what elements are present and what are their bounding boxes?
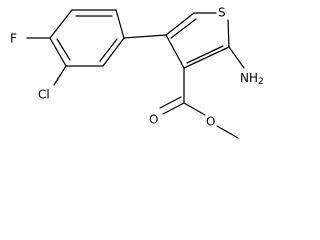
bond-c2-n [228,46,245,69]
bond-carbonyl-ester-o [183,102,206,116]
fluorochlorophenyl-ring [49,9,125,67]
bond-c3-c4 [165,34,185,69]
bond-c4-c5-double [170,18,197,39]
bond-aryl-thiophene [123,34,167,39]
bond-s-c2 [227,19,230,48]
amine-label: NH2 [240,71,264,87]
bond-c2-c3 [183,46,230,69]
bond-ring-lower-left [49,37,67,67]
ester-oxygen-label: O [206,115,215,129]
bond-c-cl [53,65,67,86]
bond-ring-upper-right [115,9,125,39]
bond-c4-c5 [165,12,195,36]
thiophene-ring [165,12,230,69]
structure-diagram: F Cl S NH2 O O [10,6,264,139]
bond-c2-c3-double [186,45,224,64]
amine-subscript: 2 [258,77,264,87]
bond-ring-lower-right [102,37,125,67]
sulfur-label: S [218,6,226,20]
amine-n-label: NH [240,71,258,85]
bond-ester-o-methyl [216,125,239,139]
fluorine-label: F [10,32,17,46]
molecule-drawing: F Cl S NH2 O O [10,6,264,139]
bond-ring-inner-right [99,38,118,62]
bond-ring-upper-left [49,9,73,39]
carbonyl-oxygen-label: O [149,113,158,127]
chlorine-label: Cl [38,88,50,102]
bond-ring-inner-left [56,38,71,61]
bond-carbonyl-o-double-b [159,96,182,109]
bond-carbonyl-o-double-a [162,102,185,115]
